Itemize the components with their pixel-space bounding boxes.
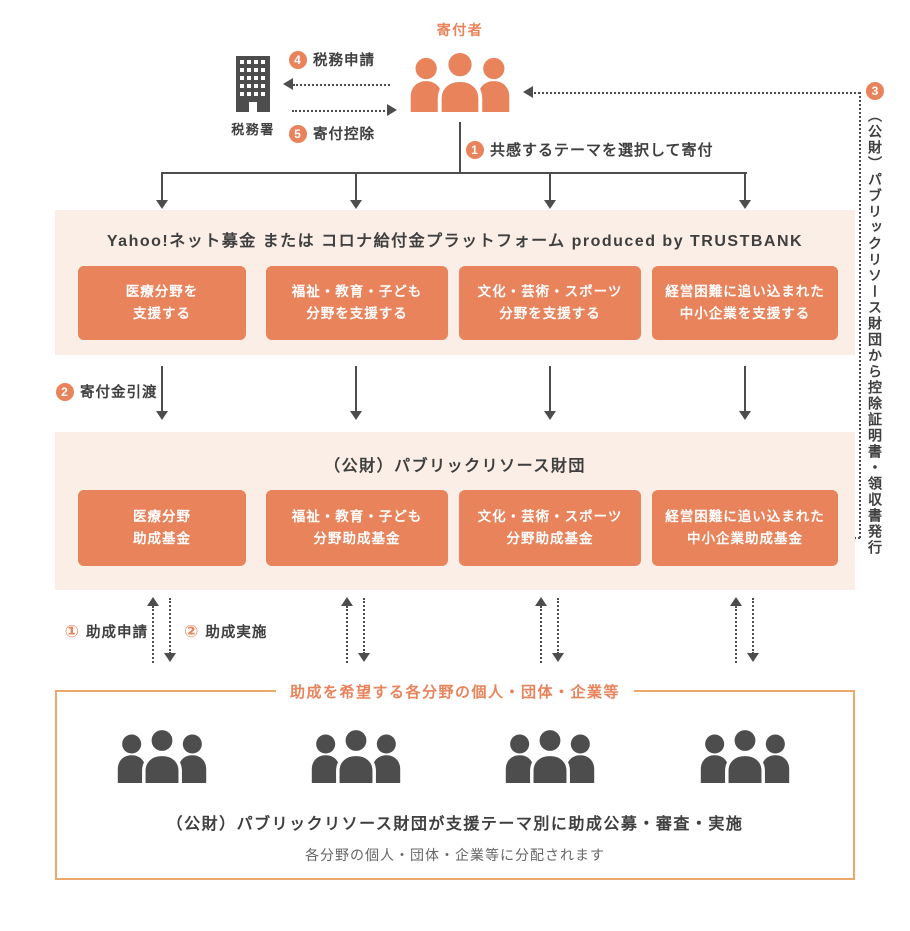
fund-box-sme: 経営困難に追い込まれた 中小企業助成基金 <box>652 490 838 566</box>
theme-button-culture: 文化・芸術・スポーツ 分野を支援する <box>459 266 641 340</box>
recipients-line1: （公財）パブリックリソース財団が支援テーマ別に助成公募・審査・実施 <box>166 816 744 833</box>
arrow-certificate-head <box>523 86 533 98</box>
grant-up-head-4 <box>730 597 742 606</box>
grant-apply-text: 助成申請 <box>86 625 148 641</box>
grant-up-line-1 <box>152 606 154 663</box>
drop-line-2 <box>355 172 357 201</box>
step5-deduction-label: 5 寄付控除 <box>289 123 375 144</box>
step5-number-badge: 5 <box>289 124 307 143</box>
step2-text: 寄付金引渡 <box>80 385 158 401</box>
recipients-people-icon-2 <box>304 724 408 790</box>
grant-apply-number: ① <box>64 622 80 641</box>
grant-up-head-2 <box>341 597 353 606</box>
grant-execute-text: 助成実施 <box>205 625 268 641</box>
step2-number-badge: 2 <box>56 382 74 401</box>
grant-up-head-1 <box>147 597 159 606</box>
arrow-certificate-vertical-line <box>859 92 861 538</box>
drop-line-1 <box>161 172 163 201</box>
grant-down-line-1 <box>169 598 171 654</box>
recipients-people-icon-3 <box>498 724 602 790</box>
certificate-note: 3 （公財）パブリックリソース財団から控除証明書・領収書発行 <box>865 82 885 556</box>
drop-line-3 <box>549 172 551 201</box>
step1-number-badge: 1 <box>466 140 484 159</box>
drop-line-4 <box>744 172 746 201</box>
step4-number-badge: 4 <box>289 50 307 69</box>
drop-head-1 <box>156 200 168 209</box>
donor-label: 寄付者 <box>436 22 484 38</box>
fund-box-medical: 医療分野 助成基金 <box>78 490 246 566</box>
donor-drop-line <box>459 122 461 173</box>
drop-head-3 <box>544 200 556 209</box>
grant-up-head-3 <box>535 597 547 606</box>
theme-button-medical: 医療分野を 支援する <box>78 266 246 340</box>
arrow-tax-filing-head <box>283 78 293 90</box>
arrow-deduction-head <box>387 104 397 116</box>
step4-tax-filing-label: 4 税務申請 <box>289 49 375 70</box>
distribution-line <box>161 172 747 174</box>
step3-number-badge: 3 <box>866 82 884 100</box>
grant-down-line-2 <box>363 598 365 654</box>
tax-office-building-icon <box>229 54 277 112</box>
recipients-people-icon-1 <box>110 724 214 790</box>
arrow-tax-filing-line <box>293 84 390 86</box>
grant-down-line-4 <box>752 598 754 654</box>
grant-down-head-2 <box>358 653 370 662</box>
transfer-head-1 <box>156 411 168 420</box>
grant-up-line-3 <box>540 606 542 663</box>
transfer-line-1 <box>161 366 163 412</box>
step5-text: 寄付控除 <box>313 127 375 143</box>
drop-head-4 <box>739 200 751 209</box>
recipients-people-icon-4 <box>693 724 797 790</box>
grant-up-line-2 <box>346 606 348 663</box>
transfer-head-2 <box>350 411 362 420</box>
recipients-line2: 各分野の個人・団体・企業等に分配されます <box>305 847 605 863</box>
theme-button-sme: 経営困難に追い込まれた 中小企業を支援する <box>652 266 838 340</box>
transfer-line-2 <box>355 366 357 412</box>
certificate-text: （公財）パブリックリソース財団から控除証明書・領収書発行 <box>867 108 883 556</box>
grant-execute-label: ② 助成実施 <box>184 621 267 642</box>
step1-donate-label: 1 共感するテーマを選択して寄付 <box>466 139 714 160</box>
grant-execute-number: ② <box>184 622 200 641</box>
foundation-title: （公財）パブリックリソース財団 <box>324 458 586 475</box>
grant-down-line-3 <box>557 598 559 654</box>
grant-apply-label: ① 助成申請 <box>44 621 148 642</box>
drop-head-2 <box>350 200 362 209</box>
step4-text: 税務申請 <box>313 53 375 69</box>
transfer-head-3 <box>544 411 556 420</box>
fund-box-culture: 文化・芸術・スポーツ 分野助成基金 <box>459 490 641 566</box>
tax-office-label: 税務署 <box>231 122 275 137</box>
fund-box-welfare: 福祉・教育・子ども 分野助成基金 <box>266 490 448 566</box>
donor-people-icon <box>402 46 518 120</box>
grant-up-line-4 <box>735 606 737 663</box>
step2-transfer-label: 2 寄付金引渡 <box>56 381 158 402</box>
transfer-line-3 <box>549 366 551 412</box>
grant-down-head-3 <box>552 653 564 662</box>
arrow-deduction-line <box>292 110 389 112</box>
arrow-certificate-horizontal-line <box>534 92 860 94</box>
theme-button-welfare: 福祉・教育・子ども 分野を支援する <box>266 266 448 340</box>
transfer-head-4 <box>739 411 751 420</box>
recipients-title: 助成を希望する各分野の個人・団体・企業等 <box>275 681 635 702</box>
step1-text: 共感するテーマを選択して寄付 <box>490 142 714 159</box>
grant-down-head-1 <box>164 653 176 662</box>
platform-title: Yahoo!ネット募金 または コロナ給付金プラットフォーム produced … <box>106 233 804 250</box>
transfer-line-4 <box>744 366 746 412</box>
grant-down-head-4 <box>747 653 759 662</box>
